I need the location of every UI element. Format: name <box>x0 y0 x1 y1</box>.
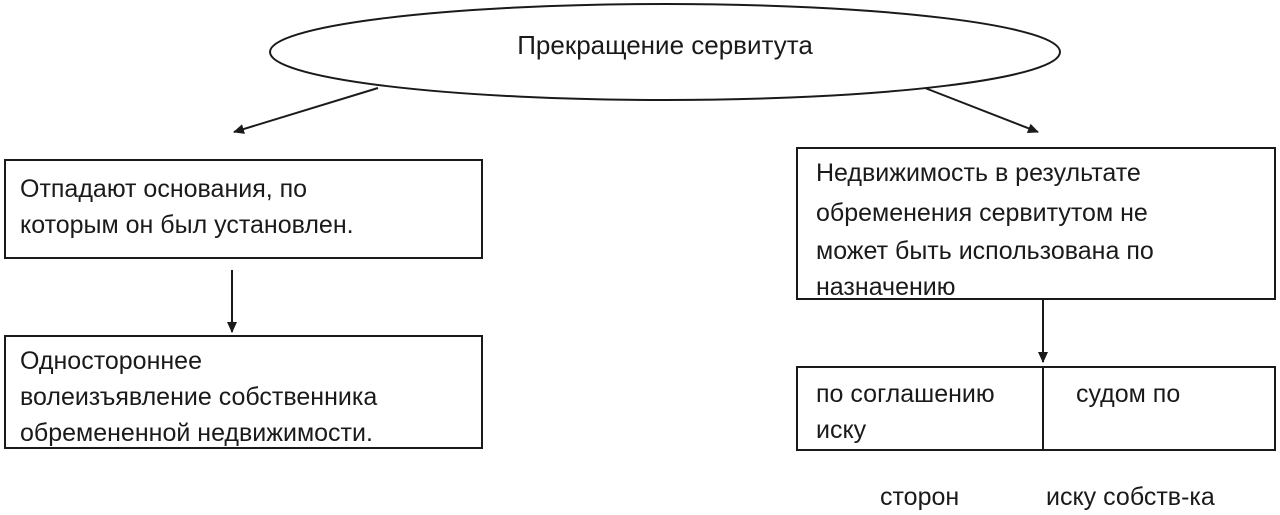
arrow-root-to-left <box>233 87 379 134</box>
below-left-label: сторон <box>880 483 960 511</box>
left-box-2-line-3: обремененной недвижимости. <box>20 419 373 447</box>
split-left-line-1: по соглашению <box>816 380 995 408</box>
right-box-1-line-4: назначению <box>816 273 956 301</box>
split-right-line-1: судом по <box>1076 380 1181 408</box>
arrow-root-to-right <box>924 87 1039 134</box>
left-box-1-line-2: которым он был установлен. <box>20 211 354 239</box>
right-box-1-line-3: может быть использована по <box>816 237 1154 265</box>
left-box-2 <box>4 335 483 449</box>
split-left-line-2: иску <box>816 416 867 444</box>
left-box-1-line-1: Отпадают основания, по <box>20 175 308 203</box>
left-box-1 <box>4 159 483 259</box>
root-label: Прекращение сервитута <box>517 30 813 60</box>
right-box-1-line-2: обременения сервитутом не <box>816 199 1148 227</box>
split-box <box>796 366 1276 451</box>
right-box-1-line-1: Недвижимость в результате <box>816 159 1141 187</box>
root-ellipse <box>269 3 1061 101</box>
left-box-2-line-2: волеизъявление собственника <box>20 383 378 411</box>
below-right-label: иску собств-ка <box>1046 483 1215 511</box>
right-box-1 <box>796 147 1276 300</box>
left-box-2-line-1: Одностороннее <box>20 347 202 375</box>
